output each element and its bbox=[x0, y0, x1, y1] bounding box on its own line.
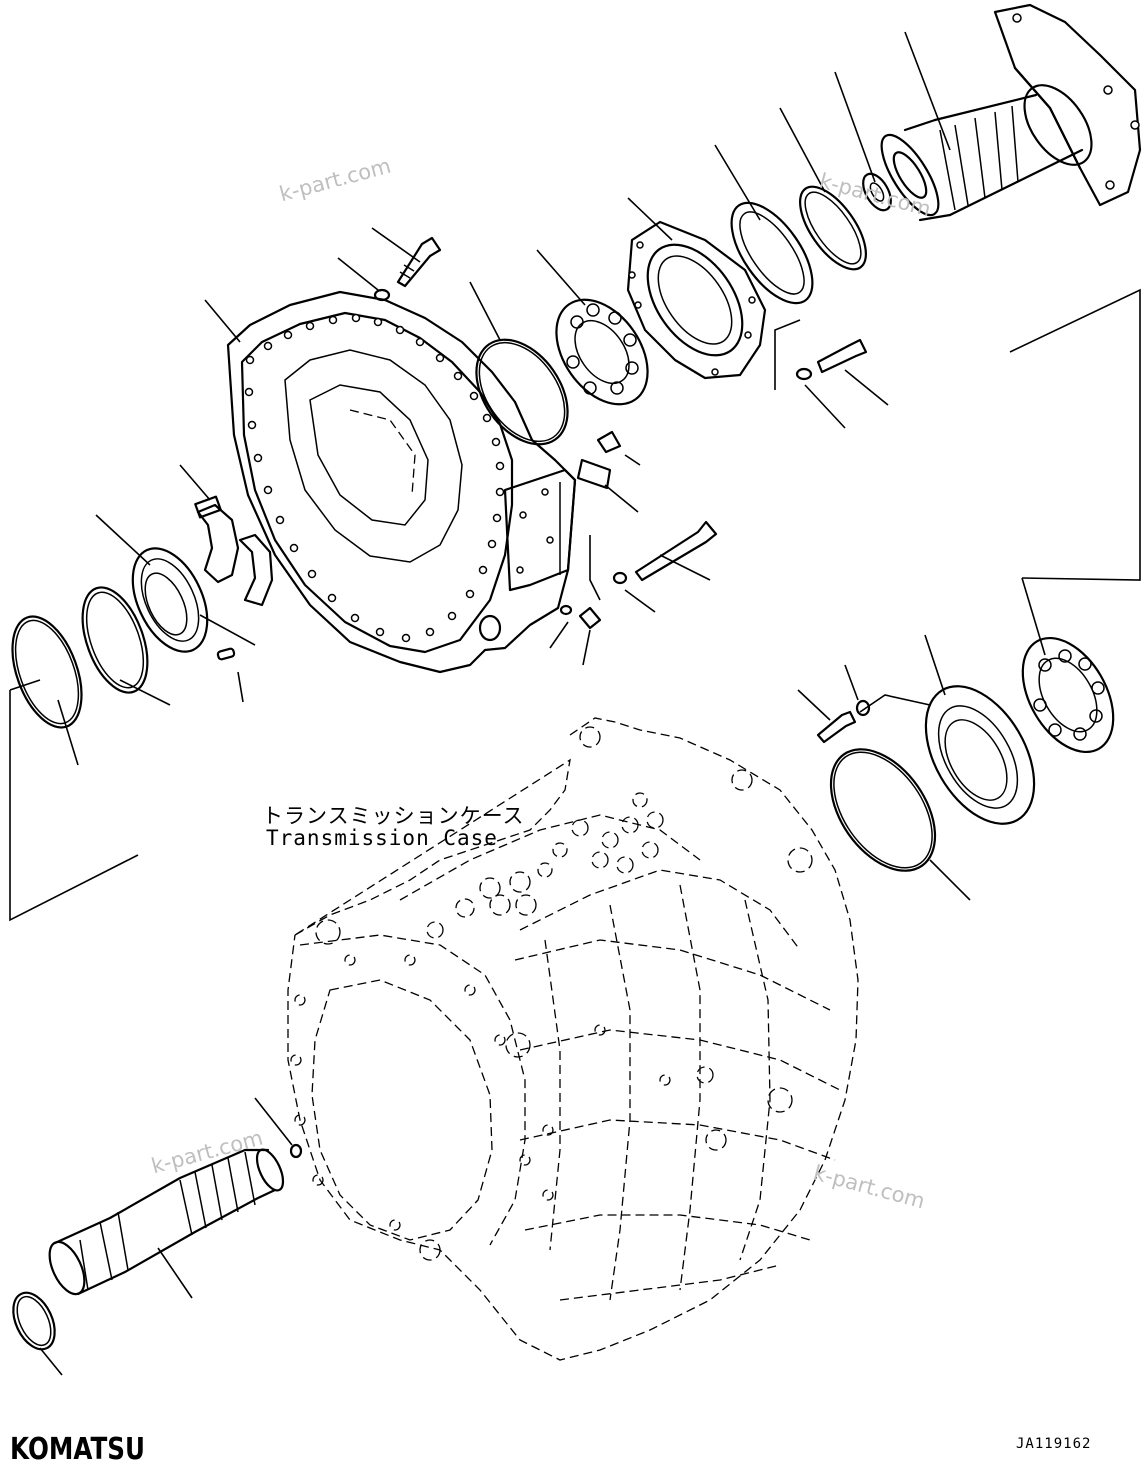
shaft-nut bbox=[862, 172, 892, 212]
input-shaft bbox=[48, 1143, 303, 1296]
split-collar-halves bbox=[194, 495, 274, 607]
brand-logo: KOMATSU bbox=[10, 1432, 145, 1467]
bearing-retainer bbox=[626, 220, 767, 380]
output-shaft-flange bbox=[880, 3, 1142, 222]
case-label-japanese: トランスミッションケース bbox=[262, 804, 525, 828]
case-label-english: Transmission Case bbox=[266, 826, 498, 850]
drawing-code: JA119162 bbox=[1016, 1436, 1092, 1452]
input-shaft-snap-ring bbox=[12, 1291, 56, 1351]
transmission-case bbox=[287, 717, 859, 1361]
bolt-upper-right bbox=[795, 338, 868, 381]
bolt-right bbox=[816, 699, 871, 744]
o-ring-upper bbox=[475, 338, 569, 446]
cover-bolt-holes bbox=[244, 313, 505, 643]
o-ring-right bbox=[829, 748, 937, 872]
snap-ring-left bbox=[81, 586, 149, 694]
shim-ring-left bbox=[11, 615, 83, 729]
dowel-pin bbox=[216, 647, 236, 661]
leader-lines bbox=[9, 31, 1141, 1376]
roller-bearing-right bbox=[1021, 636, 1115, 754]
transfer-case-cover bbox=[226, 290, 577, 674]
cover-plug bbox=[576, 430, 622, 490]
taper-roller-bearing-left bbox=[131, 547, 209, 653]
long-bolt bbox=[612, 520, 718, 585]
roller-bearing-upper bbox=[555, 298, 649, 406]
oil-seal-ring bbox=[730, 201, 814, 305]
bolt-upper-left bbox=[373, 236, 442, 302]
bearing-cage-right bbox=[924, 685, 1036, 825]
seal-ring-large bbox=[798, 185, 868, 271]
drain-plug bbox=[559, 604, 602, 630]
